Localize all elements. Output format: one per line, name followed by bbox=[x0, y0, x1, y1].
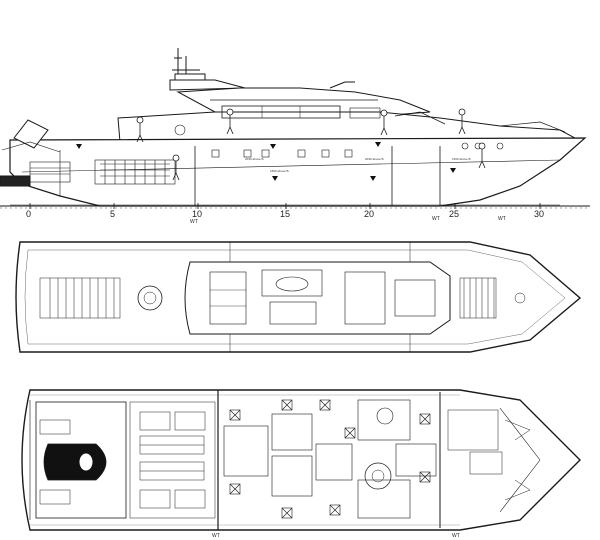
wt-label: WT bbox=[452, 533, 460, 539]
lower-engine-room bbox=[129, 401, 216, 519]
tender-boat bbox=[43, 443, 107, 481]
storage-crossed-boxes bbox=[229, 399, 431, 519]
stern-tender bbox=[13, 119, 49, 149]
frame-number: 25 bbox=[449, 209, 459, 219]
frame-number: 20 bbox=[364, 209, 374, 219]
person-figure bbox=[458, 108, 466, 135]
room-label: 2030 above B. bbox=[245, 157, 265, 161]
spiral-staircase bbox=[364, 462, 392, 490]
aft-sunpad bbox=[39, 277, 121, 319]
person-figure bbox=[136, 116, 144, 143]
wt-label: WT bbox=[432, 216, 440, 222]
mast-antenna bbox=[169, 48, 246, 91]
hull-profile bbox=[9, 137, 587, 207]
frame-number: 10 bbox=[192, 209, 202, 219]
window-band bbox=[221, 105, 341, 119]
frame-number: 0 bbox=[26, 209, 31, 219]
room-label: 1500 above B. bbox=[452, 157, 472, 161]
person-figure bbox=[172, 154, 180, 181]
crew-area bbox=[447, 407, 541, 513]
dining-table bbox=[275, 276, 309, 292]
frame-scale bbox=[10, 203, 560, 209]
frame-scale-labels: 0 5 10 15 20 25 30 WT WT WT 1500 above B… bbox=[26, 157, 544, 225]
deck-outline bbox=[15, 241, 582, 353]
foredeck-loungers bbox=[459, 277, 526, 319]
tender-garage bbox=[35, 401, 127, 519]
aft-helipad-circle bbox=[137, 285, 163, 311]
guest-cabins bbox=[223, 392, 441, 528]
hull-frame-lines bbox=[30, 394, 460, 526]
person-figure bbox=[380, 109, 388, 136]
frame-number: 5 bbox=[110, 209, 115, 219]
room-label: 1500 above B. bbox=[270, 169, 290, 173]
saloon-block bbox=[184, 261, 451, 335]
wt-label: WT bbox=[190, 219, 198, 225]
person-figure-group bbox=[136, 108, 486, 181]
deck-outline bbox=[21, 389, 581, 531]
wt-label: WT bbox=[212, 533, 220, 539]
person-figure bbox=[478, 142, 486, 169]
engine-room bbox=[29, 124, 186, 185]
lower-deck-wt-labels: WT WT bbox=[212, 533, 460, 539]
lower-deck-plan bbox=[21, 389, 581, 531]
deck-level-markers bbox=[76, 142, 456, 181]
frame-number: 30 bbox=[534, 209, 544, 219]
main-superstructure bbox=[117, 111, 577, 143]
wt-label: WT bbox=[498, 216, 506, 222]
frame-number: 15 bbox=[280, 209, 290, 219]
person-figure bbox=[226, 108, 234, 135]
upper-deck-plan bbox=[15, 241, 582, 353]
profile-view bbox=[0, 48, 590, 209]
room-label: 2030 above B. bbox=[365, 157, 385, 161]
